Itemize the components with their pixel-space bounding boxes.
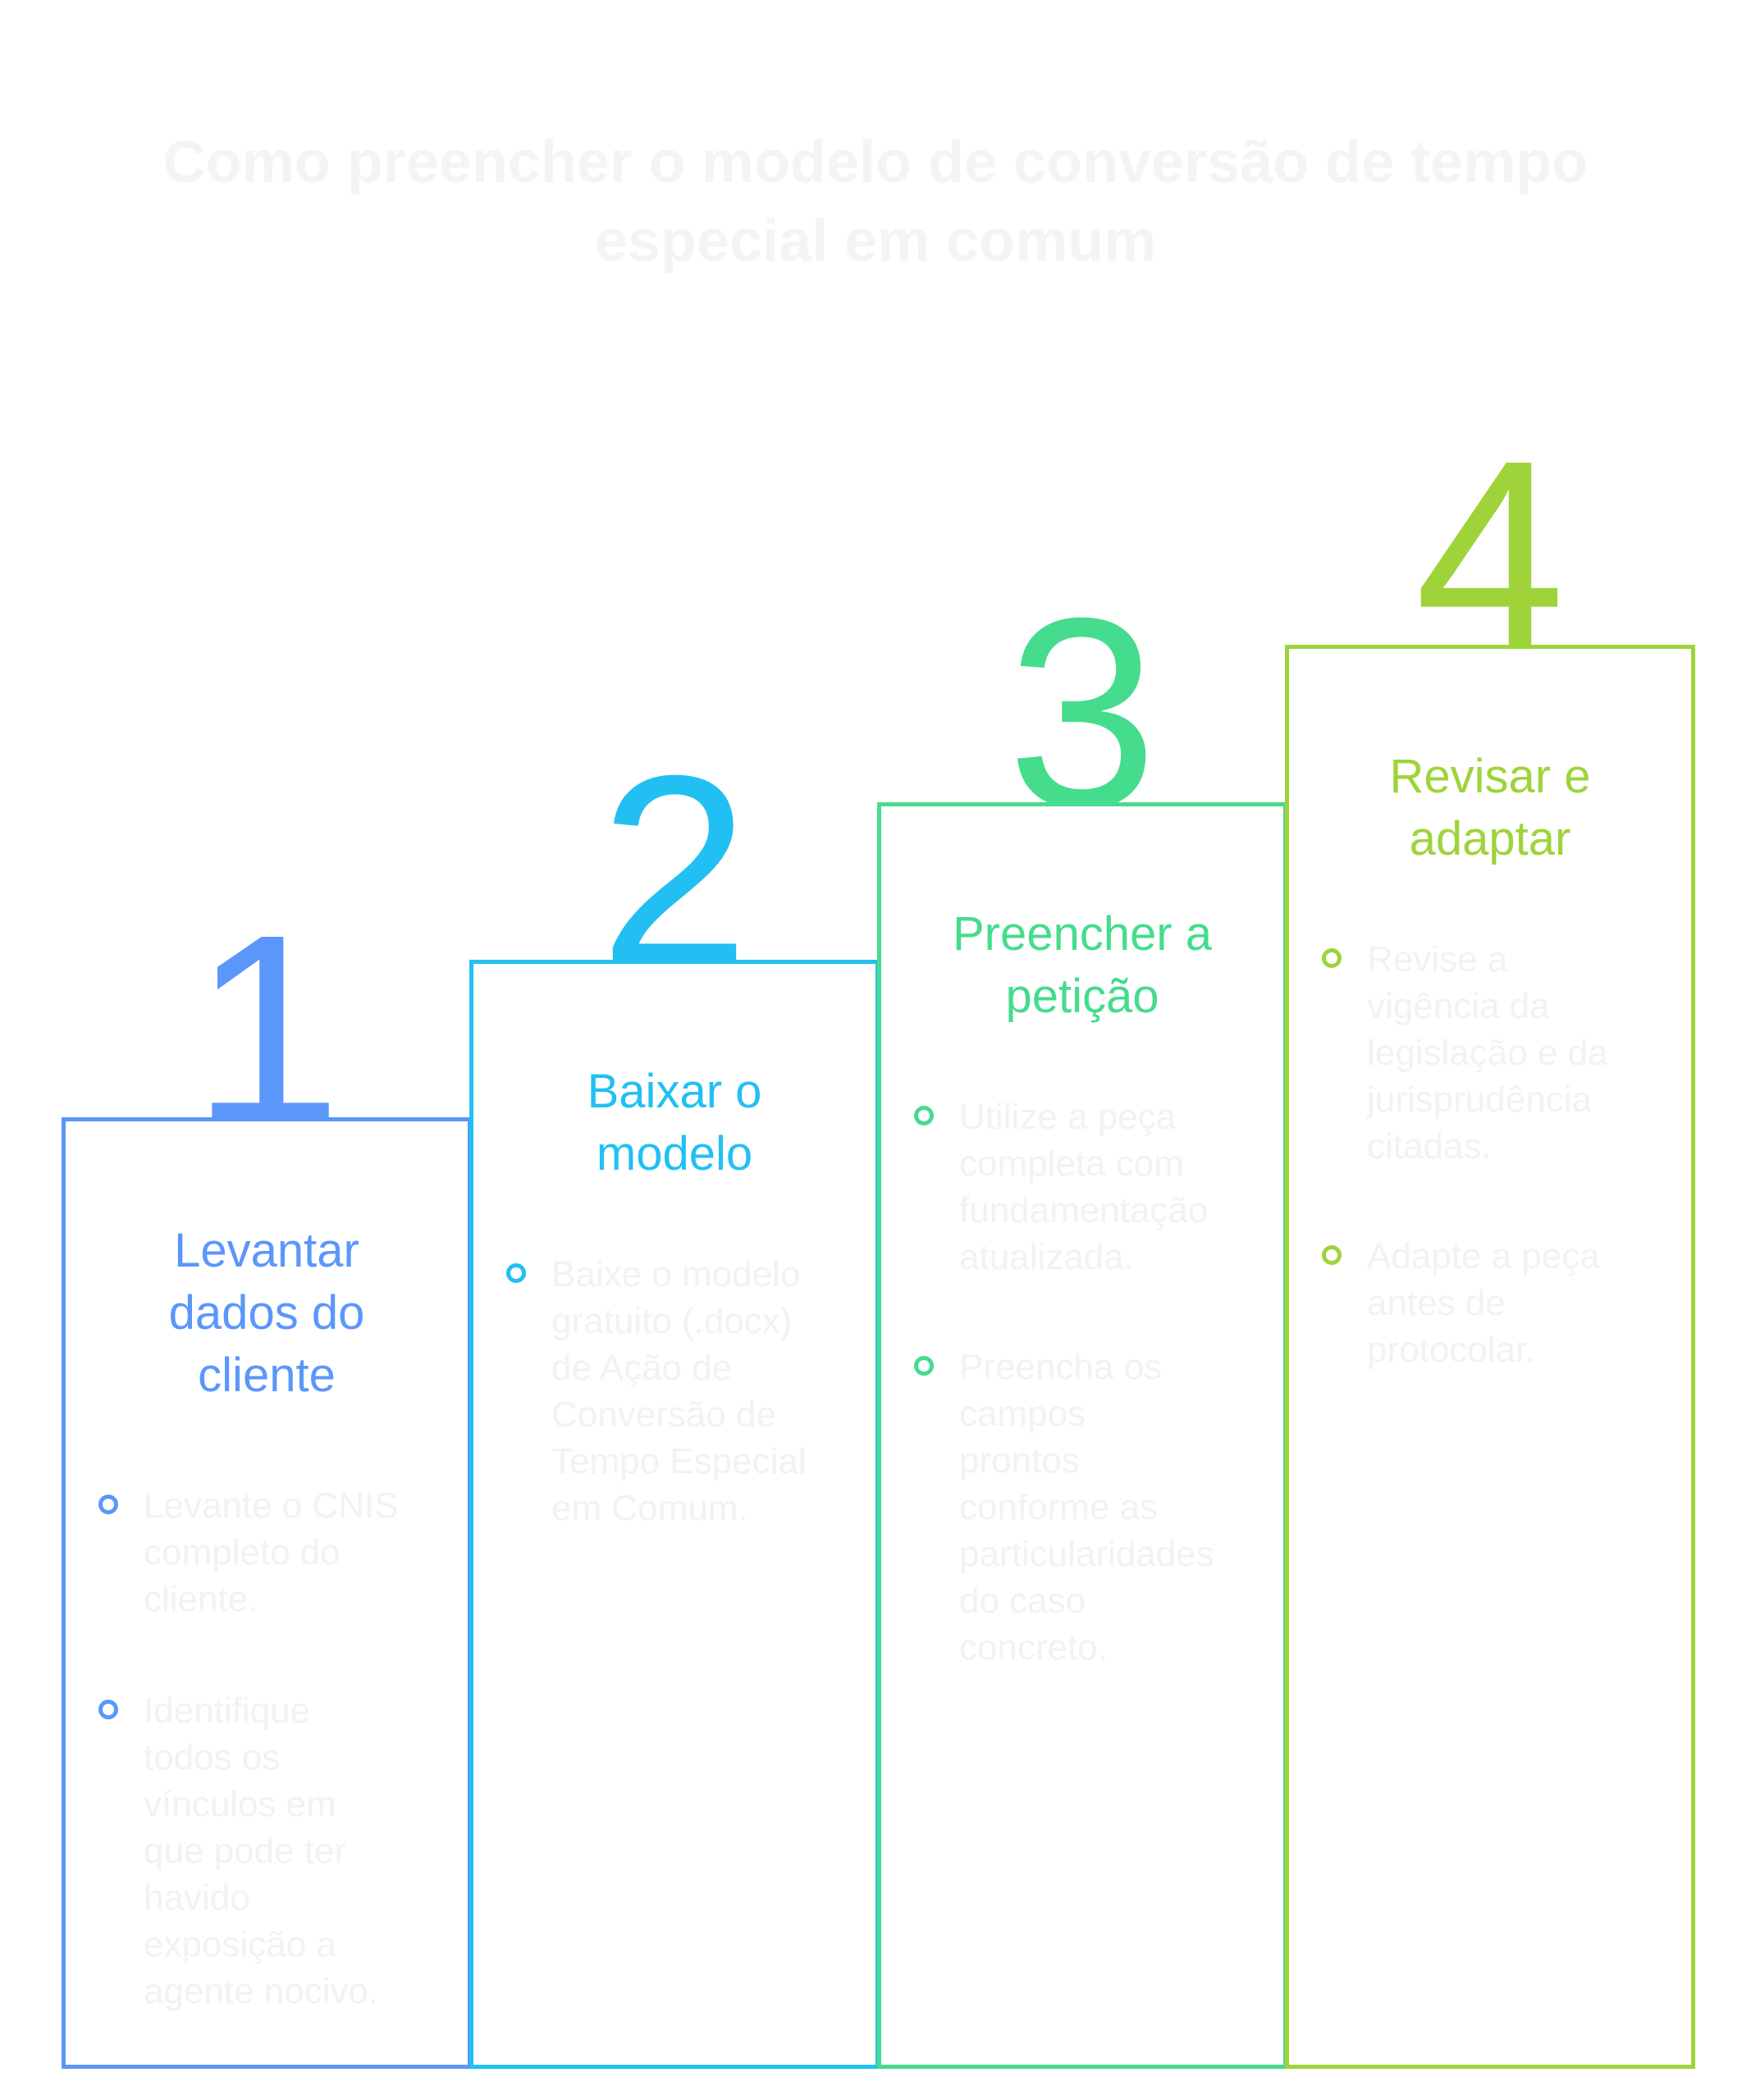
- step-heading: Baixar o modelo: [473, 1061, 876, 1185]
- title-line-1: Como preencher o modelo de conversão de …: [162, 130, 1589, 195]
- heading-line: cliente: [198, 1349, 336, 1402]
- title-line-2: especial em comum: [594, 208, 1157, 274]
- step-heading: Levantar dados do cliente: [66, 1220, 468, 1407]
- step-box: Levantar dados do cliente Levante o CNIS…: [62, 1117, 472, 2069]
- step-heading: Preencher a petição: [881, 903, 1283, 1028]
- bullet-text: Levante o CNIS completo do cliente.: [144, 1486, 399, 1619]
- step-box: Preencher a petição Utilize a peça compl…: [877, 802, 1287, 2069]
- bullet-marker-icon: [914, 1356, 934, 1376]
- bullet-text: Identifique todos os vínculos em que pod…: [144, 1691, 379, 2011]
- bullet-marker-icon: [98, 1700, 118, 1719]
- bullet-marker-icon: [98, 1495, 118, 1514]
- heading-line: Baixar o: [587, 1065, 762, 1118]
- bullet-text: Baixe o modelo gratuito (.docx) de Ação …: [551, 1254, 807, 1528]
- heading-line: Preencher a: [953, 907, 1212, 961]
- page-title: Como preencher o modelo de conversão de …: [107, 123, 1644, 281]
- step-box: Revisar e adaptar Revise a vigência da l…: [1285, 645, 1695, 2069]
- bullet-marker-icon: [914, 1106, 934, 1125]
- step-box: Baixar o modelo Baixe o modelo gratuito …: [469, 960, 880, 2069]
- bullet-text: Preencha os campos prontos conforme as p…: [959, 1347, 1214, 1668]
- bullet-marker-icon: [1322, 1245, 1342, 1265]
- heading-line: Revisar e: [1389, 750, 1591, 803]
- step-heading: Revisar e adaptar: [1289, 746, 1691, 870]
- heading-line: dados do: [168, 1286, 365, 1340]
- heading-line: Levantar: [174, 1224, 359, 1277]
- bullet-text: Revise a vigência da legislação e da jur…: [1367, 939, 1608, 1166]
- bullet-marker-icon: [506, 1263, 526, 1283]
- bullet-text: Utilize a peça completa com fundamentaçã…: [959, 1097, 1209, 1277]
- bullet-text: Adapte a peça antes de protocolar.: [1367, 1236, 1600, 1370]
- heading-line: adaptar: [1409, 812, 1571, 865]
- heading-line: modelo: [596, 1127, 753, 1180]
- heading-line: petição: [1005, 970, 1159, 1023]
- bullet-marker-icon: [1322, 948, 1342, 968]
